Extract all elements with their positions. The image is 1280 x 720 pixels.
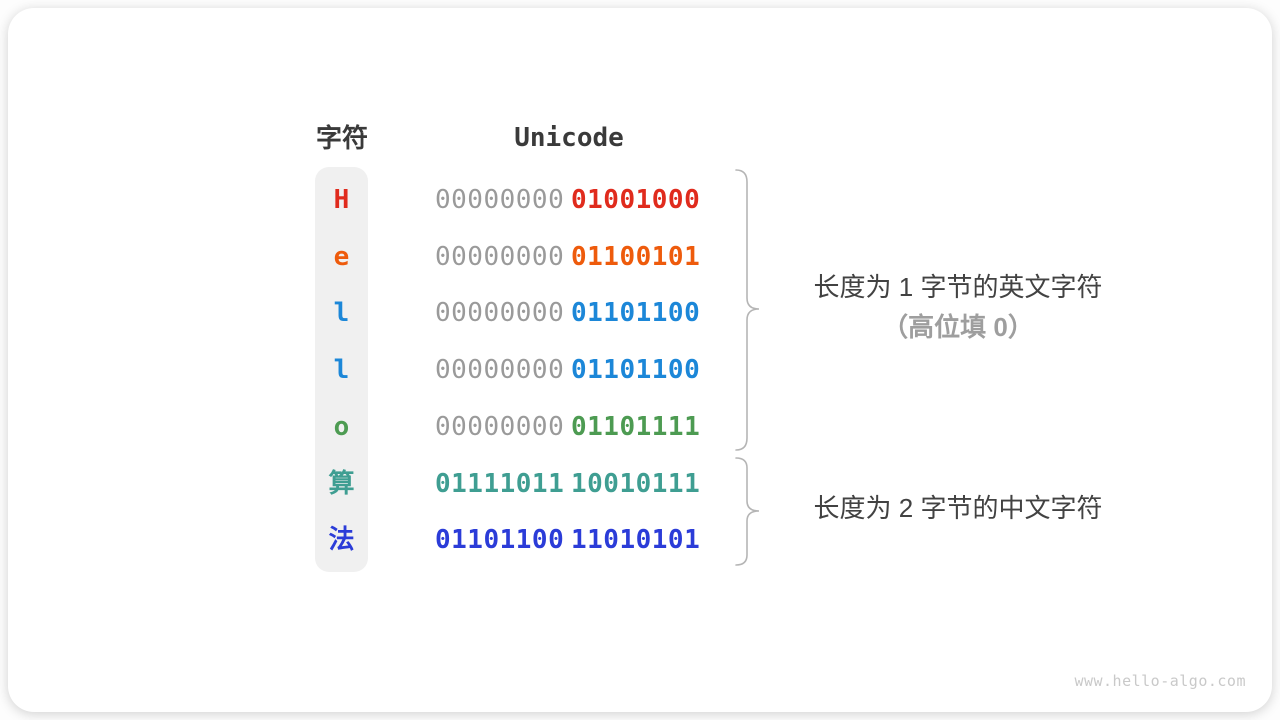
annotation-chinese-chars: 长度为 2 字节的中文字符 (768, 491, 1148, 526)
column-header-char: 字符 (315, 123, 368, 153)
figure-card: 字符 Unicode H 00000000 01001000 e 0000000… (8, 8, 1272, 712)
curly-brace-english-group (728, 166, 764, 454)
table-row: e 00000000 01100101 (8, 229, 1280, 285)
low-byte: 01101111 (571, 412, 701, 442)
low-byte: 10010111 (571, 469, 701, 499)
high-byte: 00000000 (435, 355, 565, 385)
char-cell: l (333, 355, 350, 385)
char-cell: 法 (328, 525, 355, 555)
char-cell: e (333, 242, 350, 272)
annotation-english-chars: 长度为 1 字节的英文字符 （高位填 0） (768, 270, 1148, 345)
high-byte: 01101100 (435, 525, 565, 555)
low-byte: 01001000 (571, 185, 701, 215)
watermark: www.hello-algo.com (1074, 672, 1246, 690)
annotation-subline: （高位填 0） (882, 312, 1034, 342)
low-byte: 01101100 (571, 355, 701, 385)
table-row: l 00000000 01101100 (8, 285, 1280, 341)
char-cell: l (333, 298, 350, 328)
char-column-background (315, 167, 368, 572)
table-row: 法 01101100 11010101 (8, 512, 1280, 568)
high-byte: 01111011 (435, 469, 565, 499)
char-cell: 算 (328, 469, 355, 499)
table-row: o 00000000 01101111 (8, 399, 1280, 455)
column-header-unicode: Unicode (514, 123, 624, 153)
char-cell: H (333, 185, 350, 215)
char-cell: o (333, 412, 350, 442)
high-byte: 00000000 (435, 298, 565, 328)
high-byte: 00000000 (435, 242, 565, 272)
table-row: 算 01111011 10010111 (8, 456, 1280, 512)
low-byte: 11010101 (571, 525, 701, 555)
low-byte: 01100101 (571, 242, 701, 272)
low-byte: 01101100 (571, 298, 701, 328)
table-row: H 00000000 01001000 (8, 172, 1280, 228)
curly-brace-chinese-group (728, 454, 764, 570)
annotation-line: 长度为 2 字节的中文字符 (813, 493, 1103, 523)
high-byte: 00000000 (435, 185, 565, 215)
table-row: l 00000000 01101100 (8, 342, 1280, 398)
high-byte: 00000000 (435, 412, 565, 442)
annotation-line: 长度为 1 字节的英文字符 (813, 272, 1103, 302)
